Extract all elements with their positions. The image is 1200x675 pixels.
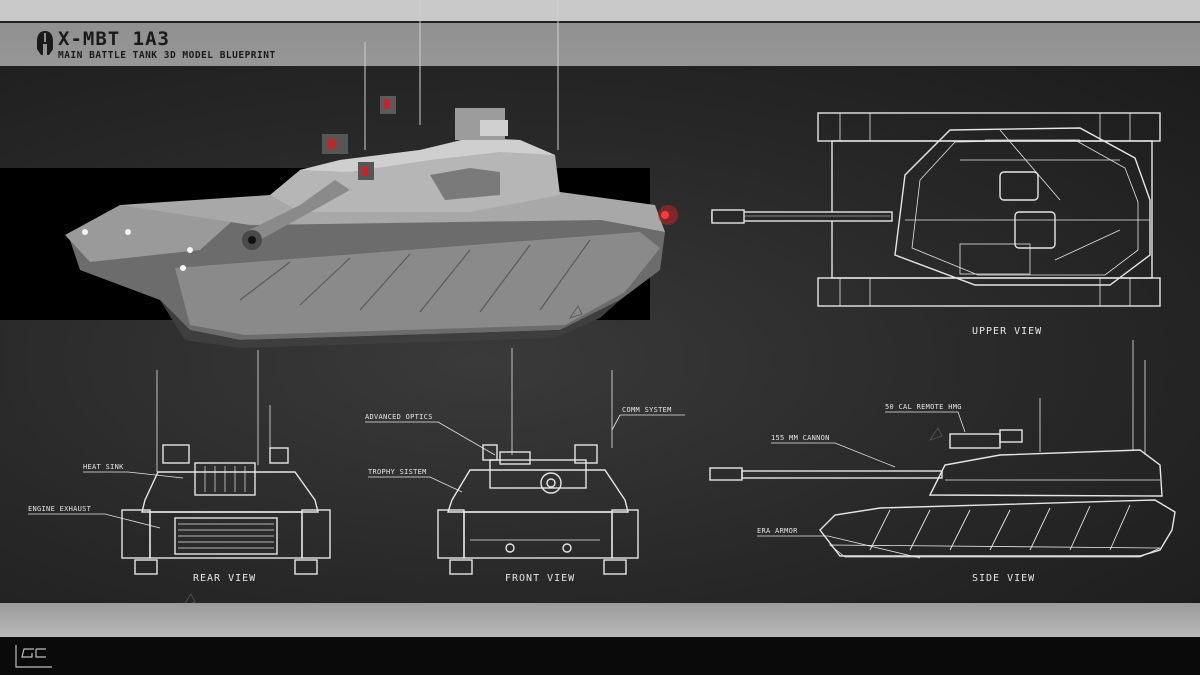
side-view-label: SIDE VIEW [972, 573, 1036, 584]
side-view-drawing [709, 340, 1176, 558]
upper-view-label: UPPER VIEW [972, 326, 1043, 337]
helmet-logo-icon [37, 31, 53, 55]
signature-logo-icon [15, 645, 52, 668]
footer-bar [0, 637, 1200, 675]
cannon-callout: 155 MM CANNON [771, 434, 830, 442]
rear-view-label: REAR VIEW [193, 573, 257, 584]
trophy-system-callout: TROPHY SISTEM [368, 468, 427, 476]
era-armor-callout: ERA ARMOR [757, 527, 798, 535]
page-subtitle: MAIN BATTLE TANK 3D MODEL BLUEPRINT [58, 50, 276, 61]
upper-view-drawing [711, 112, 1161, 307]
top-divider [0, 21, 1200, 23]
front-view-label: FRONT VIEW [505, 573, 576, 584]
watermark-marks [182, 305, 943, 607]
engine-exhaust-callout: ENGINE EXHAUST [28, 505, 92, 513]
comm-system-callout: COMM SYSTEM [622, 406, 672, 414]
hero-tank-render [65, 0, 678, 348]
page-title: X-MBT 1A3 [58, 28, 170, 50]
advanced-optics-callout: ADVANCED OPTICS [365, 413, 433, 421]
top-band [0, 0, 1200, 22]
remote-hmg-callout: 50 CAL REMOTE HMG [885, 403, 962, 411]
rear-view-drawing [121, 350, 331, 575]
front-view-drawing [437, 348, 639, 575]
callout-leaders [28, 411, 966, 559]
heat-sink-callout: HEAT SINK [83, 463, 124, 471]
bottom-band [0, 603, 1200, 637]
